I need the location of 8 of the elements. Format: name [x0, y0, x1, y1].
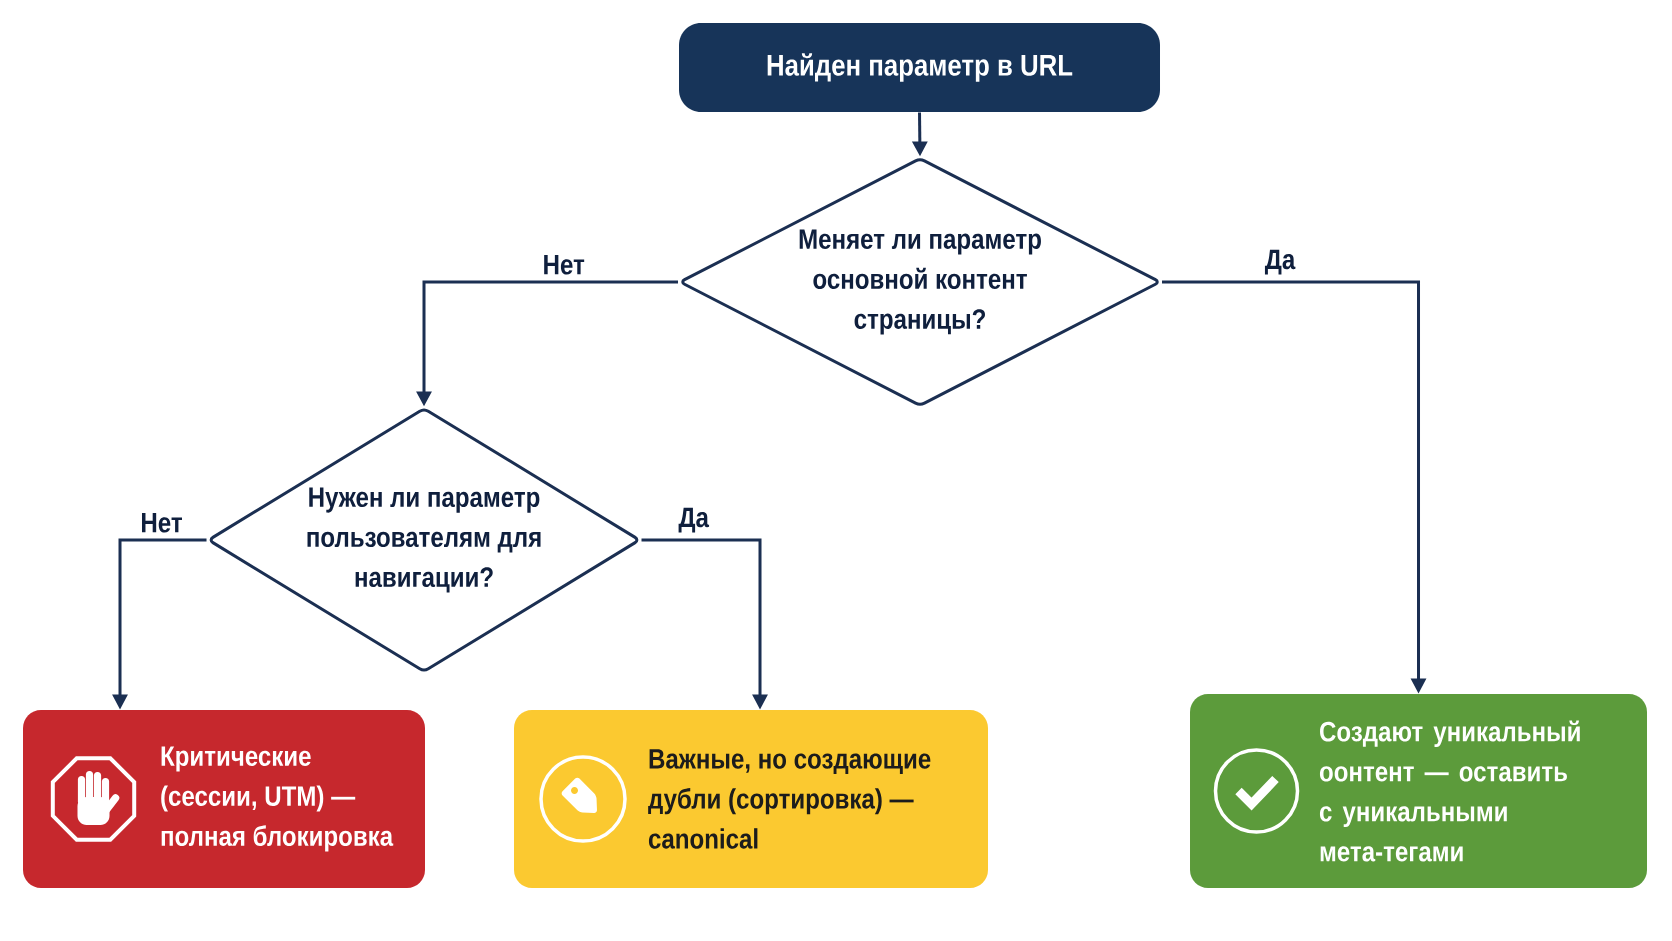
edge-label: Нет: [137, 510, 186, 536]
outcome-box: Создают уникальный оонтент — оставить с уникальными мета-тегами: [1190, 694, 1647, 888]
outcome-box: Важные, но создающие дубли (сортировка) — canonical: [514, 710, 988, 888]
outcome-box: Критические (сессии, UTM) — полная блокировка: [23, 710, 425, 888]
edge-label: Да: [675, 504, 712, 536]
edge-label: Да: [1261, 246, 1299, 278]
start-box: Найден параметр в URL: [679, 23, 1160, 112]
edge-label: Нет: [539, 252, 588, 278]
